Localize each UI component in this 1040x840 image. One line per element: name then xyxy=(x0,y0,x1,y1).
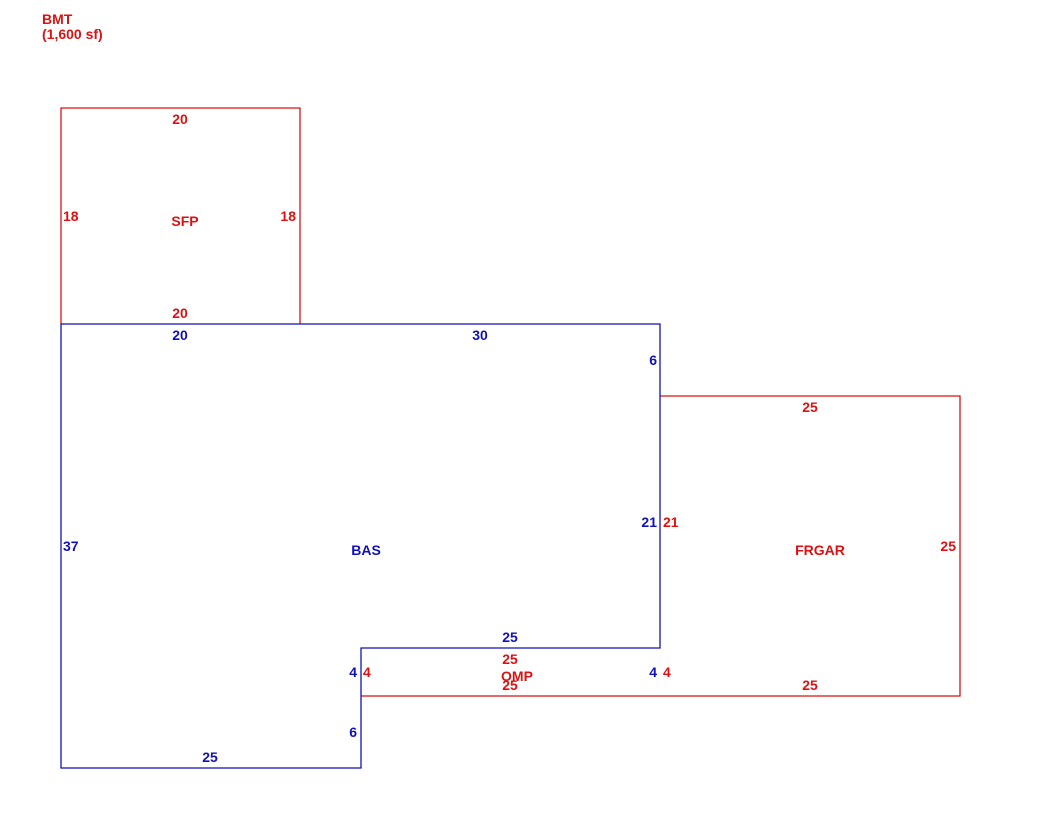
omp-bottom-dim: 25 xyxy=(502,677,518,693)
frgar-top-dim: 25 xyxy=(802,399,818,415)
area-size: (1,600 sf) xyxy=(42,26,103,42)
bas-bottom-dim: 25 xyxy=(202,749,218,765)
sfp-top-dim: 20 xyxy=(172,111,188,127)
bas-inner-top-dim: 25 xyxy=(502,629,518,645)
bas-left-dim: 37 xyxy=(63,538,79,554)
sfp-bottom-dim: 20 xyxy=(172,305,188,321)
bas-inner-right-dim: 4 xyxy=(649,664,657,680)
bas-inner-left-dim: 4 xyxy=(349,664,357,680)
omp-right-dim: 4 xyxy=(663,664,671,680)
sfp-outline xyxy=(60,107,301,324)
bas-top-right-dim: 30 xyxy=(472,327,488,343)
omp-top-dim: 25 xyxy=(502,651,518,667)
sfp-name: SFP xyxy=(171,213,198,229)
sfp-right-dim: 18 xyxy=(280,208,296,224)
omp-name: OMP xyxy=(501,668,533,684)
bas-top-left-dim: 20 xyxy=(172,327,188,343)
frgar-bottom-dim: 25 xyxy=(802,677,818,693)
bas-lower-right-dim: 6 xyxy=(349,724,357,740)
bas-outline xyxy=(60,323,661,769)
sfp-left-dim: 18 xyxy=(63,208,79,224)
omp-left-dim: 4 xyxy=(363,664,371,680)
bas-right-dim: 21 xyxy=(641,514,657,530)
area-summary: BMT (1,600 sf) xyxy=(42,12,103,42)
frgar-outline xyxy=(660,395,961,697)
bas-name: BAS xyxy=(351,542,381,558)
frgar-right-dim: 25 xyxy=(940,538,956,554)
area-code: BMT xyxy=(42,11,73,27)
frgar-left-dim: 21 xyxy=(663,514,679,530)
frgar-name: FRGAR xyxy=(795,542,845,558)
bas-notch-dim: 6 xyxy=(649,352,657,368)
